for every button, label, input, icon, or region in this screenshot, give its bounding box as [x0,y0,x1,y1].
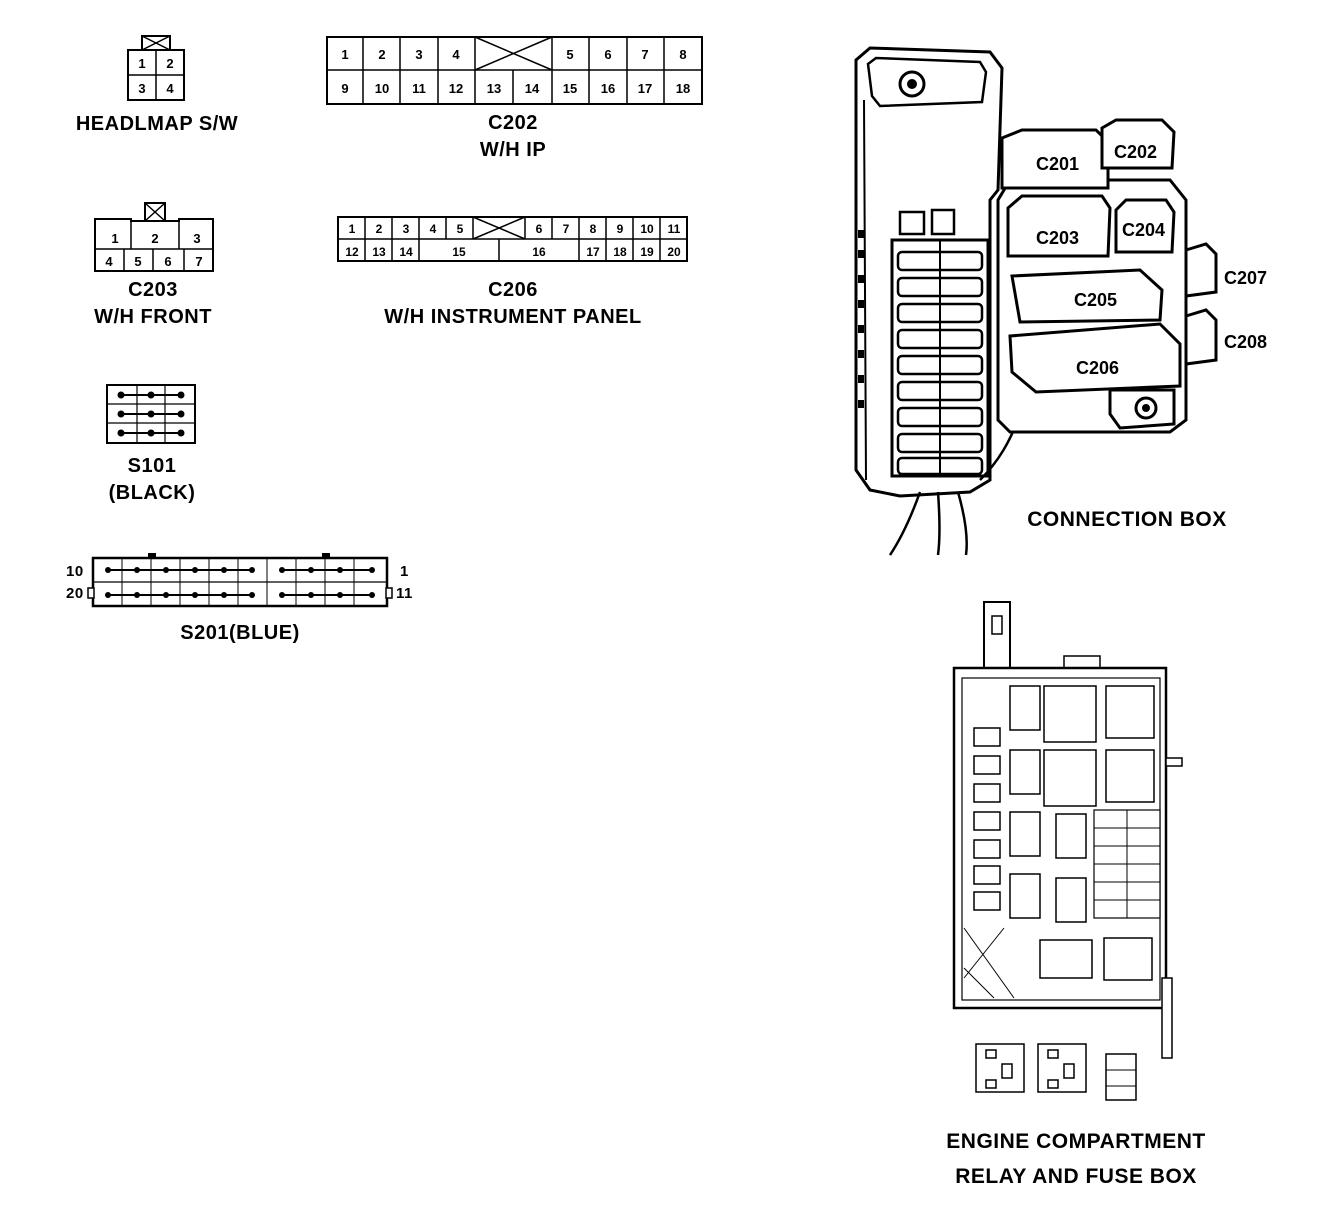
headlamp-pin: 3 [138,81,145,96]
c202-code: C202 [488,112,538,134]
c202-pin: 2 [378,47,385,62]
c206-code: C206 [488,279,538,301]
c206-pin: 11 [668,222,681,236]
headlamp-pin: 4 [166,81,174,96]
c202-pin: 10 [375,81,389,96]
c206-desc: W/H INSTRUMENT PANEL [384,306,642,328]
headlamp-pin: 2 [166,56,173,71]
c206-pin: 17 [586,245,600,259]
c203-pin: 2 [151,231,158,246]
s201-pin-top-left: 10 [66,563,84,580]
s201-pin-top-right: 1 [400,563,409,580]
headlamp-switch-connector: 1 2 3 4 [127,35,185,101]
c202-pin: 3 [415,47,422,62]
c206-pin: 18 [613,245,627,259]
c202-desc: W/H IP [479,139,547,161]
callout-c202: C202 [1114,142,1157,162]
s201-splice [87,553,393,608]
headlamp-pin: 1 [138,56,145,71]
relay-box-title-line1: ENGINE COMPARTMENT [946,1130,1206,1153]
c206-pin: 6 [536,222,543,236]
c206-pin: 14 [399,245,413,259]
c203-pin: 3 [193,231,200,246]
c202-pin: 9 [341,81,348,96]
c202-pin: 18 [676,81,690,96]
c206-pin: 4 [430,222,437,236]
c203-desc: W/H FRONT [94,306,212,328]
c206-pin: 20 [667,245,681,259]
c202-pin: 8 [679,47,686,62]
c203-pin: 6 [164,254,171,269]
s201-label: S201(BLUE) [180,622,300,644]
c202-connector: 1 2 3 4 5 6 7 8 9 10 11 12 13 14 15 16 1… [326,36,703,105]
s201-pin-bottom-right: 11 [396,585,413,602]
connection-box-title: CONNECTION BOX [1027,508,1227,531]
c202-pin: 5 [566,47,573,62]
c203-pin: 5 [134,254,141,269]
s101-code: S101 [127,455,177,477]
c206-pin: 1 [349,222,356,236]
callout-c207: C207 [1224,268,1267,288]
c206-pin: 2 [376,222,383,236]
c203-pin: 1 [111,231,118,246]
c206-pin: 10 [640,222,654,236]
c206-pin: 7 [563,222,570,236]
c206-connector: 1 2 3 4 5 6 7 8 9 10 11 12 13 14 15 16 1… [337,216,688,262]
relay-fuse-box-illustration [952,601,1183,1101]
c203-code: C203 [128,279,178,301]
callout-c203: C203 [1036,228,1079,248]
connection-box-illustration: C201 C202 C203 C204 C205 C206 C207 C208 [854,46,1267,556]
c202-pin: 15 [563,81,577,96]
c203-pin: 4 [105,254,113,269]
s101-splice [106,384,196,444]
c206-pin: 19 [640,245,654,259]
relay-box-title-line2: RELAY AND FUSE BOX [955,1165,1197,1188]
callout-c204: C204 [1122,220,1165,240]
c206-pin: 16 [532,245,546,259]
c202-pin: 14 [525,81,540,96]
s201-pin-bottom-left: 20 [66,585,84,602]
c206-pin: 8 [590,222,597,236]
c206-pin: 12 [345,245,359,259]
c203-connector: 1 2 3 4 5 6 7 [94,202,214,272]
c202-pin: 12 [449,81,463,96]
c202-pin: 1 [341,47,348,62]
s101-desc: (BLACK) [108,482,196,504]
headlamp-switch-label: HEADLMAP S/W [75,113,239,135]
c202-pin: 13 [487,81,501,96]
c206-pin: 9 [617,222,624,236]
c202-pin: 11 [412,81,426,96]
c206-pin: 5 [457,222,464,236]
c202-pin: 17 [638,81,652,96]
c202-pin: 4 [452,47,460,62]
callout-c205: C205 [1074,290,1117,310]
c202-pin: 16 [601,81,615,96]
c202-pin: 7 [641,47,648,62]
callout-c208: C208 [1224,332,1267,352]
c203-pin: 7 [195,254,202,269]
c202-pin: 6 [604,47,611,62]
callout-c206: C206 [1076,358,1119,378]
callout-c201: C201 [1036,154,1079,174]
c206-pin: 3 [403,222,410,236]
c206-pin: 15 [452,245,466,259]
c206-pin: 13 [372,245,386,259]
